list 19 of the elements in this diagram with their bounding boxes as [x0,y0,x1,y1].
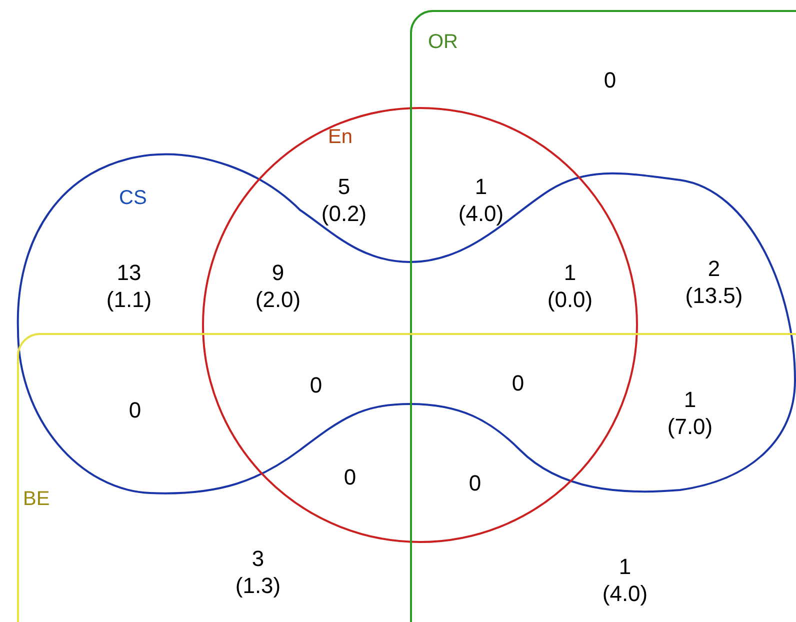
region-count: 1 (7.0) [667,386,713,440]
region-count: 1 (4.0) [602,553,648,607]
region-count: 13 (1.1) [106,259,152,313]
region-count: 9 (2.0) [255,259,301,313]
region-count: 0 [604,66,616,94]
region-count: 0 [344,464,356,490]
set-label: CS [119,188,147,208]
region-count: 0 [468,470,482,496]
region-count: 1 (0.0) [547,259,593,313]
region-count: 0 [128,396,142,424]
region-count: 0 [512,370,524,396]
set-label: En [328,127,352,147]
region-count: 3 (1.3) [235,545,281,599]
set-label: BE [23,489,50,509]
region-count: 0 [310,372,322,398]
region-count: 1 (4.0) [458,173,504,227]
region-count: 5 (0.2) [321,173,367,227]
set-label: OR [428,32,458,52]
region-count: 2 (13.5) [685,255,743,309]
